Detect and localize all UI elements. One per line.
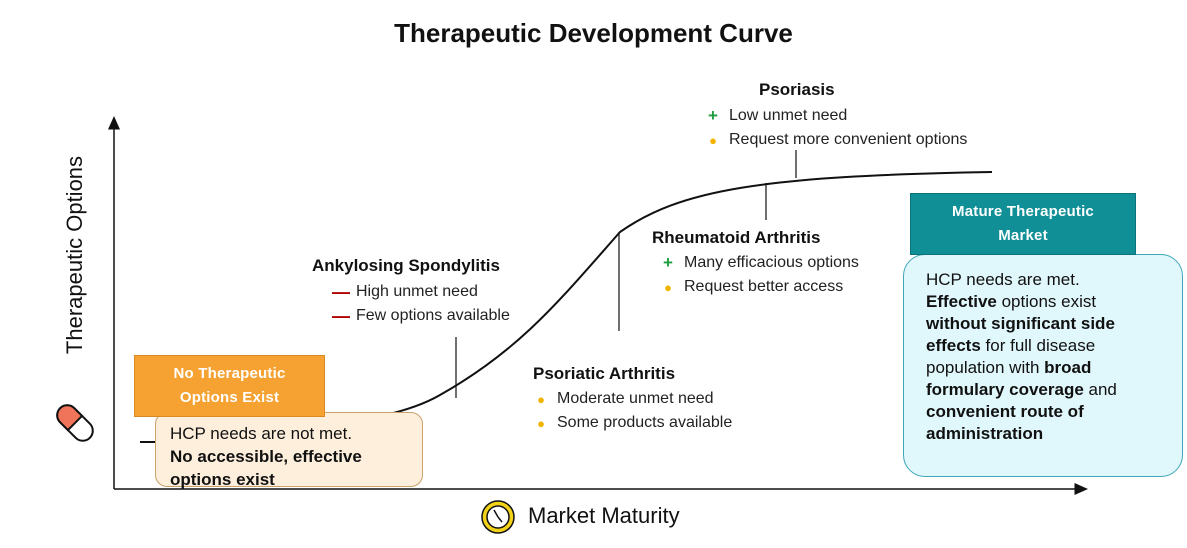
mature-therapeutic-market-label: Mature Therapeutic Market <box>910 193 1136 255</box>
condition-name: Psoriasis <box>759 80 835 99</box>
bullet: ● Moderate unmet need <box>533 387 732 411</box>
plus-icon: + <box>663 253 673 272</box>
bullet-dot-icon: ● <box>664 279 672 295</box>
bullet: + Low unmet need <box>705 104 967 128</box>
bullet: ● Request better access <box>660 275 859 299</box>
condition-name: Psoriatic Arthritis <box>533 364 676 383</box>
condition-name: Ankylosing Spondylitis <box>312 256 500 275</box>
condition-ankylosing-spondylitis: Ankylosing Spondylitis — High unmet need… <box>312 256 510 328</box>
bullet: — High unmet need <box>332 281 478 302</box>
minus-icon: — <box>332 281 350 302</box>
bullet: — Few options available <box>332 305 510 326</box>
condition-rheumatoid-arthritis: Rheumatoid Arthritis + Many efficacious … <box>652 228 859 299</box>
diagram-title: Therapeutic Development Curve <box>394 18 793 48</box>
bullet: ● Some products available <box>533 411 732 435</box>
pill-capsule-icon <box>56 404 94 442</box>
plus-icon: + <box>708 106 718 125</box>
bullet-dot-icon: ● <box>537 415 545 431</box>
no-options-description: HCP needs are not met. No accessible, ef… <box>155 412 423 489</box>
y-axis-label: Therapeutic Options <box>62 155 87 355</box>
no-therapeutic-options-label: No Therapeutic Options Exist <box>134 355 325 417</box>
bullet: + Many efficacious options <box>660 251 859 275</box>
bullet: ● Request more convenient options <box>705 128 967 152</box>
minus-icon: — <box>332 305 350 326</box>
x-axis-label: Market Maturity <box>528 503 680 528</box>
mature-market-description: HCP needs are met. Effective options exi… <box>903 254 1183 477</box>
condition-psoriatic-arthritis: Psoriatic Arthritis ● Moderate unmet nee… <box>533 364 732 435</box>
bullet-dot-icon: ● <box>709 132 717 148</box>
condition-name: Rheumatoid Arthritis <box>652 228 821 247</box>
bullet-dot-icon: ● <box>537 391 545 407</box>
condition-psoriasis: Psoriasis + Low unmet need ● Request mor… <box>705 80 967 152</box>
clock-icon <box>481 500 515 534</box>
